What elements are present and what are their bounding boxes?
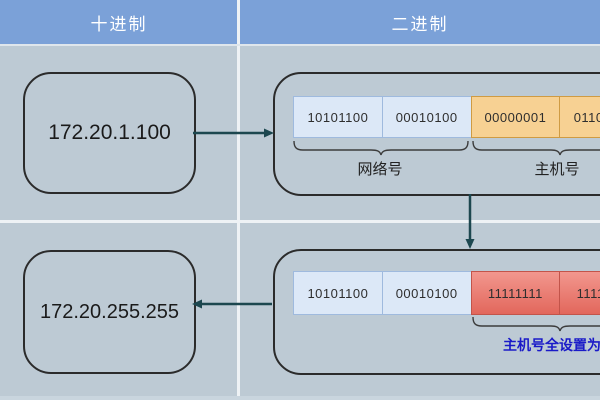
arrow-binary-down-head bbox=[465, 239, 475, 249]
octet-cell: 00000001 bbox=[470, 96, 561, 138]
octet-row-2: 10101100 00010100 11111111 11111111 bbox=[293, 271, 600, 315]
header-divider bbox=[0, 44, 600, 46]
decimal-value-row1: 172.20.1.100 bbox=[48, 121, 171, 144]
octet-cell: 11111111 bbox=[559, 271, 600, 315]
octet-cell: 00010100 bbox=[381, 271, 472, 315]
octet-cell: 00010100 bbox=[381, 96, 472, 138]
decimal-box-row1: 172.20.1.100 bbox=[23, 72, 196, 194]
header-binary-label: 二进制 bbox=[391, 14, 449, 34]
octet-cell: 10101100 bbox=[293, 96, 383, 138]
octet-cell: 11111111 bbox=[470, 271, 561, 315]
column-divider bbox=[237, 0, 240, 400]
header-decimal: 十进制 bbox=[0, 0, 238, 44]
octet-row-1: 10101100 00010100 00000001 01100100 bbox=[293, 96, 600, 138]
host-label: 主机号 bbox=[534, 161, 580, 178]
network-label: 网络号 bbox=[357, 161, 403, 178]
octet-cell: 10101100 bbox=[293, 271, 383, 315]
decimal-box-row2: 172.20.255.255 bbox=[23, 250, 196, 374]
header-binary: 二进制 bbox=[240, 0, 600, 44]
octet-cell: 01100100 bbox=[559, 96, 600, 138]
broadcast-annotation: 主机号全设置为 bbox=[503, 337, 600, 353]
header-decimal-label: 十进制 bbox=[90, 14, 148, 34]
next-row-edge bbox=[0, 395, 600, 400]
decimal-value-row2: 172.20.255.255 bbox=[39, 300, 180, 323]
row-divider bbox=[0, 220, 600, 223]
